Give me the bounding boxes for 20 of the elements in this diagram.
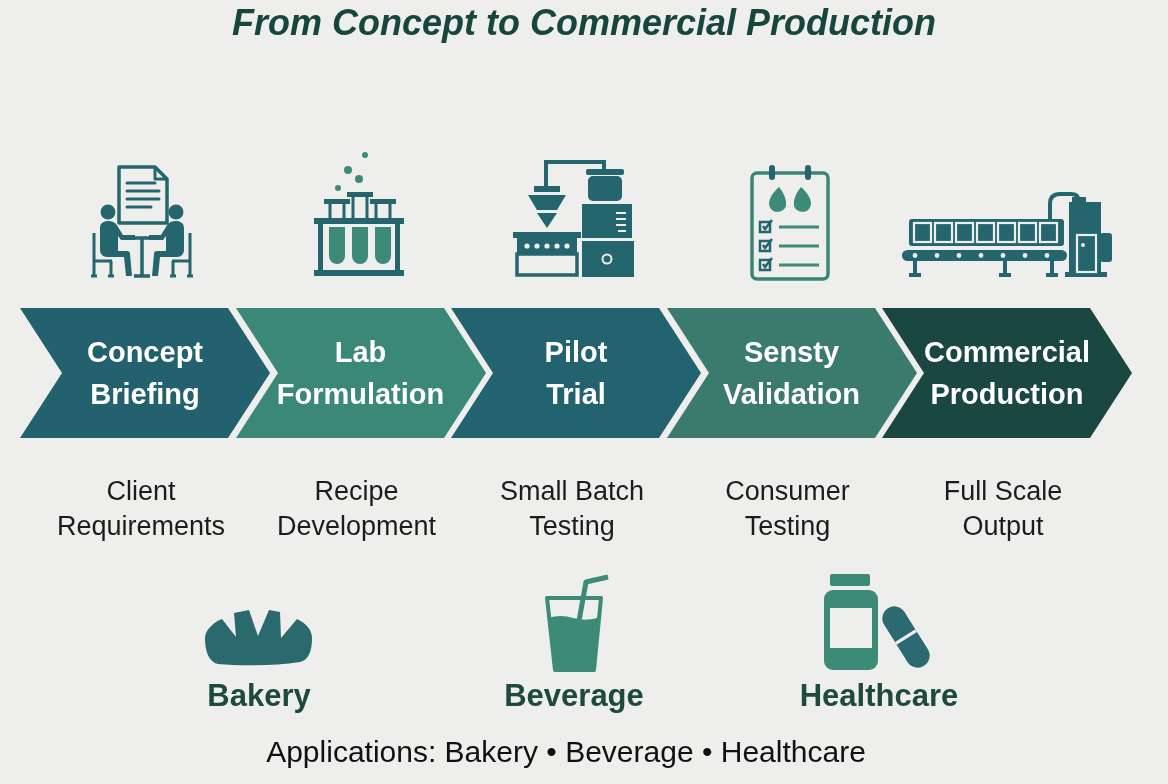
process-step bbox=[20, 308, 270, 438]
step-description: Small Batch Testing bbox=[498, 475, 646, 543]
category-label: Beverage bbox=[504, 677, 644, 715]
step-title: Pilot Trial bbox=[544, 335, 608, 412]
step-title: Commercial Production bbox=[924, 335, 1090, 412]
step-title: Sensty Validation bbox=[723, 335, 860, 412]
step-description: Client Requirements bbox=[55, 475, 227, 543]
category-label: Healthcare bbox=[799, 677, 959, 715]
process-step bbox=[882, 308, 1132, 438]
process-step bbox=[235, 308, 486, 438]
step-title: Concept Briefing bbox=[87, 335, 203, 412]
step-description: Recipe Development bbox=[275, 475, 438, 543]
process-step bbox=[451, 308, 701, 438]
process-step bbox=[666, 308, 917, 438]
step-description: Full Scale Output bbox=[942, 475, 1064, 543]
applications-note: Applications: Bakery • Beverage • Healthcare bbox=[266, 734, 866, 770]
step-title: Lab Formulation bbox=[276, 335, 445, 412]
category-label: Bakery bbox=[207, 677, 311, 715]
step-description: Consumer Testing bbox=[724, 475, 851, 543]
diagram-title: From Concept to Commercial Production bbox=[231, 1, 937, 45]
